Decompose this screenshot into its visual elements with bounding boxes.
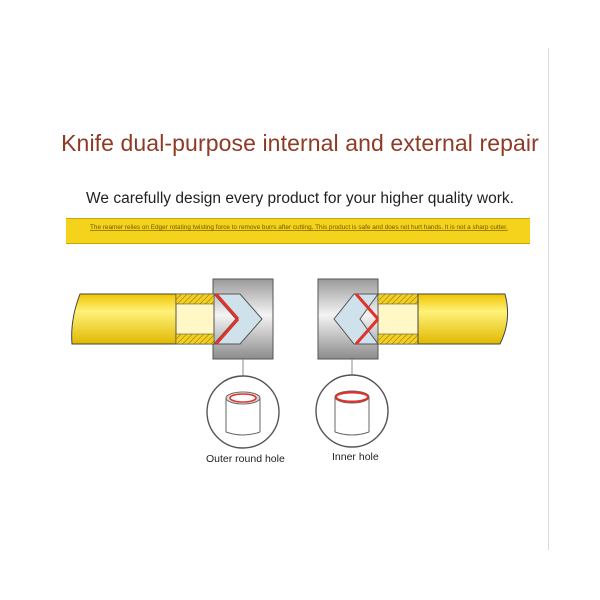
- banner-text: The reamer relies on Edger rotating twis…: [90, 224, 508, 231]
- inner-hole-icon: [315, 374, 389, 448]
- page-subtitle: We carefully design every product for yo…: [86, 190, 514, 207]
- left-pipe-assembly: [71, 278, 274, 360]
- caption-outer-round-hole: Outer round hole: [206, 453, 285, 465]
- right-pipe-assembly: [317, 278, 509, 360]
- outer-hole-icon: [206, 375, 280, 449]
- page-title: Knife dual-purpose internal and external…: [61, 130, 539, 156]
- caption-inner-hole: Inner hole: [332, 451, 379, 463]
- left-reamer-tool-icon: [212, 278, 274, 360]
- left-pipe-icon: [71, 293, 177, 345]
- page-edge-divider: [548, 48, 549, 550]
- right-pipe-icon: [417, 293, 509, 345]
- info-banner: The reamer relies on Edger rotating twis…: [66, 218, 530, 244]
